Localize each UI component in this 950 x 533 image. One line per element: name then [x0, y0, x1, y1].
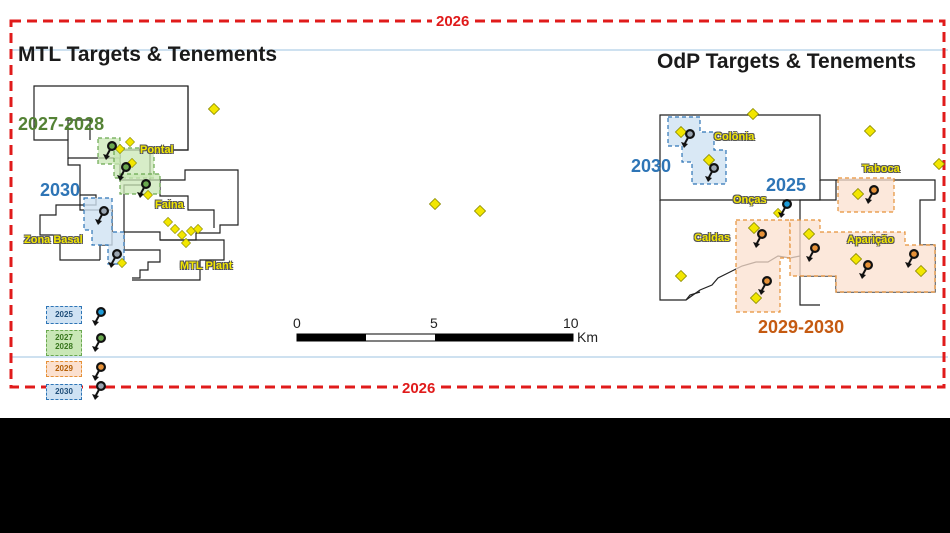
map-pin-icon-7: [778, 199, 792, 218]
odp-title: OdP Targets & Tenements: [657, 50, 917, 73]
legend-label-2027: 2027: [55, 333, 73, 343]
map-pin-icon-13: [758, 276, 772, 295]
legend-gray-pin-icon: [92, 381, 106, 400]
legend-pins: [92, 307, 106, 400]
scale-bar: [296, 333, 574, 342]
frame-2026: [9, 19, 946, 389]
target-label-pontal: Pontal: [140, 144, 174, 156]
legend-label-2030: 2030: [55, 386, 73, 396]
odp-2029-2030-areas: [735, 177, 936, 313]
target-label-caldas: Caldas: [694, 232, 731, 244]
legend-label-2029: 2029: [55, 363, 73, 373]
legend-item-2025: 2025: [46, 306, 82, 324]
legend-green-pin-icon: [92, 333, 106, 352]
odp-year-2030: 2030: [631, 156, 672, 176]
target-label-colonia: Colônia: [714, 131, 755, 143]
legend-orange-pin-icon: [92, 362, 106, 381]
odp-year-2025: 2025: [766, 175, 807, 195]
map-pin-icon-9: [753, 229, 767, 248]
map-pin-icon-6: [705, 163, 719, 182]
target-label-faina: Faina: [155, 199, 184, 211]
map-pin-icon-3: [95, 206, 109, 225]
mtl-year-2027-2028: 2027-2028: [18, 114, 105, 134]
legend-label-2028: 2028: [55, 342, 73, 351]
map-pin-icon-2: [137, 179, 151, 198]
map-pin-icon-12: [905, 249, 919, 268]
map-pin-icon-5: [681, 129, 695, 148]
legend-label-2025: 2025: [55, 309, 73, 319]
map-pin-icon-10: [806, 243, 820, 262]
odp-2030-area: [667, 116, 727, 185]
target-label-taboca: Taboca: [862, 163, 900, 175]
bottom-black-band: [0, 418, 950, 533]
mtl-title: MTL Targets & Tenements: [18, 43, 278, 66]
legend-item-2030: 2030: [46, 384, 82, 400]
map-pin-icon-8: [865, 185, 879, 204]
mtl-target-diamonds: [115, 103, 486, 268]
legend-blue-pin-icon: [92, 307, 106, 326]
map-pin-icon-4: [108, 249, 122, 268]
target-label-aparicao: Aparição: [847, 234, 895, 246]
mtl-year-2030: 2030: [40, 180, 81, 200]
target-label-zona-basal: Zona Basal: [24, 234, 83, 246]
legend-item-2029: 2029: [46, 361, 82, 377]
frame-year-bottom-label: 2026: [398, 381, 440, 396]
scale-tick-5: 5: [430, 315, 438, 331]
odp-year-2029-2030: 2029-2030: [758, 317, 845, 337]
legend-item-2027-2028: 2027 2028: [46, 330, 82, 356]
map-pin-icon-1: [117, 162, 131, 181]
target-label-mtl-plant: MTL Plant: [180, 260, 233, 272]
frame-year-top-label: 2026: [432, 14, 474, 29]
map-extent-lines: [10, 49, 948, 358]
mtl-2030-area: [83, 197, 125, 265]
scale-unit: Km: [577, 329, 598, 345]
target-label-oncas: Onças: [733, 194, 767, 206]
scale-tick-0: 0: [293, 315, 301, 331]
map-pin-icon-0: [103, 141, 117, 160]
map-pin-icon-11: [859, 260, 873, 279]
scale-tick-10: 10: [563, 315, 579, 331]
map-pins: [95, 129, 919, 295]
